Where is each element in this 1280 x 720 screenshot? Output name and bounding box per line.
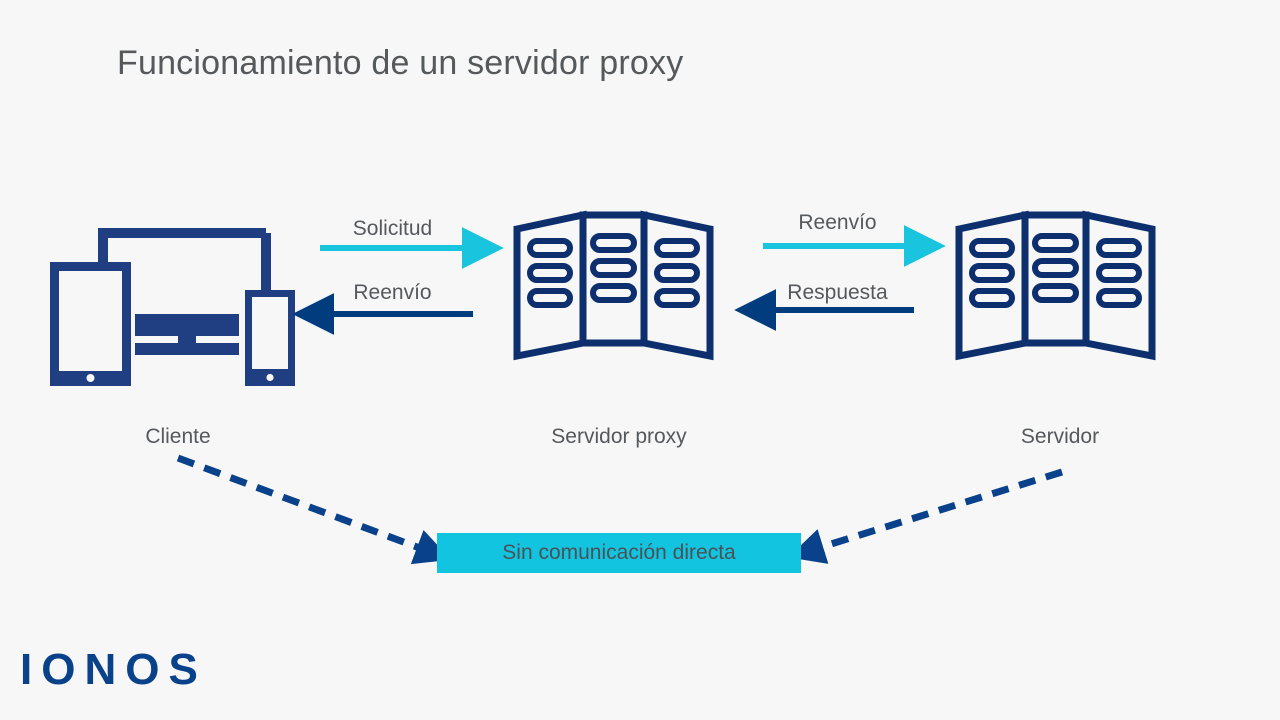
devices-icon — [50, 228, 295, 386]
flow-label-forward-left: Reenvío — [353, 281, 432, 304]
ionos-logo: IONOS — [20, 645, 207, 694]
node-caption-server: Servidor — [1020, 425, 1100, 448]
dashed-connector-server-to-box — [788, 468, 1064, 564]
flow-label-response: Respuesta — [787, 281, 888, 304]
no-direct-communication-label: Sin comunicación directa — [502, 541, 736, 564]
flow-label-forward-right: Reenvío — [798, 211, 877, 234]
dashed-connector-client-to-box — [176, 454, 452, 565]
node-caption-client: Cliente — [145, 425, 211, 448]
no-direct-communication-banner: Sin comunicación directa — [437, 533, 801, 573]
page-title: Funcionamiento de un servidor proxy — [117, 44, 684, 82]
node-caption-proxy: Servidor proxy — [551, 425, 687, 448]
server-rack-icon-server — [955, 210, 1156, 361]
server-rack-icon-proxy — [513, 210, 714, 361]
flow-label-request: Solicitud — [352, 217, 433, 240]
